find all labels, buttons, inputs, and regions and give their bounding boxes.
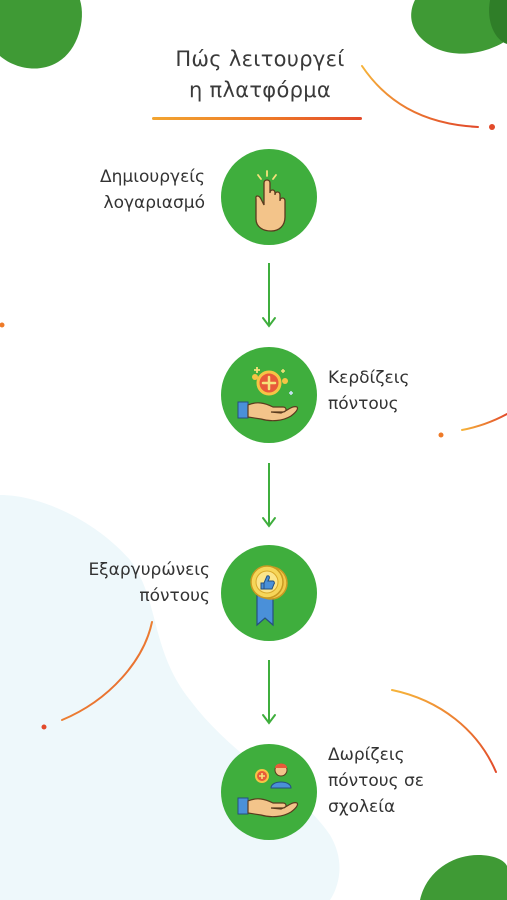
step-2-circle <box>221 347 317 443</box>
dot-middle-right <box>438 432 444 438</box>
title-line-2: η πλατφόρμα <box>188 78 332 102</box>
page-title: Πώς λειτουργεί η πλατφόρμα <box>140 44 380 106</box>
step-4-line-2: πόντους σε <box>328 771 424 791</box>
donate-hand-icon <box>237 763 299 818</box>
step-4-label: Δωρίζεις πόντους σε σχολεία <box>328 742 498 820</box>
arrow-down-icon <box>262 263 276 328</box>
arrow-down-icon <box>262 463 276 528</box>
arrow-down-icon <box>262 660 276 725</box>
step-3-label: Εξαργυρώνεις πόντους <box>30 557 210 609</box>
leaf-top-right-dark <box>489 0 507 44</box>
step-1-label: Δημιουργείς λογαριασμό <box>40 164 205 216</box>
step-4-line-1: Δωρίζεις <box>328 745 405 765</box>
curve-bottom-right <box>391 689 497 773</box>
title-underline <box>152 117 362 120</box>
dot-top-right <box>489 124 495 130</box>
step-3-line-1: Εξαργυρώνεις <box>88 560 210 580</box>
hand-pointer-icon <box>255 170 286 232</box>
step-2-label: Κερδίζεις πόντους <box>328 365 488 417</box>
step-3-line-2: πόντους <box>139 586 210 606</box>
coin-hand-icon <box>237 367 299 422</box>
leaf-top-right <box>411 0 507 54</box>
step-4-circle <box>221 744 317 840</box>
curve-top-right <box>361 65 479 128</box>
medal-badge-icon <box>250 565 288 627</box>
curve-bottom-left <box>61 621 153 721</box>
step-2-line-2: πόντους <box>328 394 399 414</box>
step-3-circle <box>221 545 317 641</box>
step-2-line-1: Κερδίζεις <box>328 368 410 388</box>
step-4-line-3: σχολεία <box>328 797 396 817</box>
dot-bottom-left <box>41 724 47 730</box>
step-1-circle <box>221 149 317 245</box>
leaf-bottom-right <box>420 855 507 900</box>
leaf-top-left <box>0 0 82 69</box>
step-1-line-1: Δημιουργείς <box>100 167 205 187</box>
step-1-line-2: λογαριασμό <box>103 193 205 213</box>
curve-middle-right <box>461 413 507 431</box>
title-line-1: Πώς λειτουργεί <box>175 47 345 71</box>
dot-left <box>0 322 5 328</box>
